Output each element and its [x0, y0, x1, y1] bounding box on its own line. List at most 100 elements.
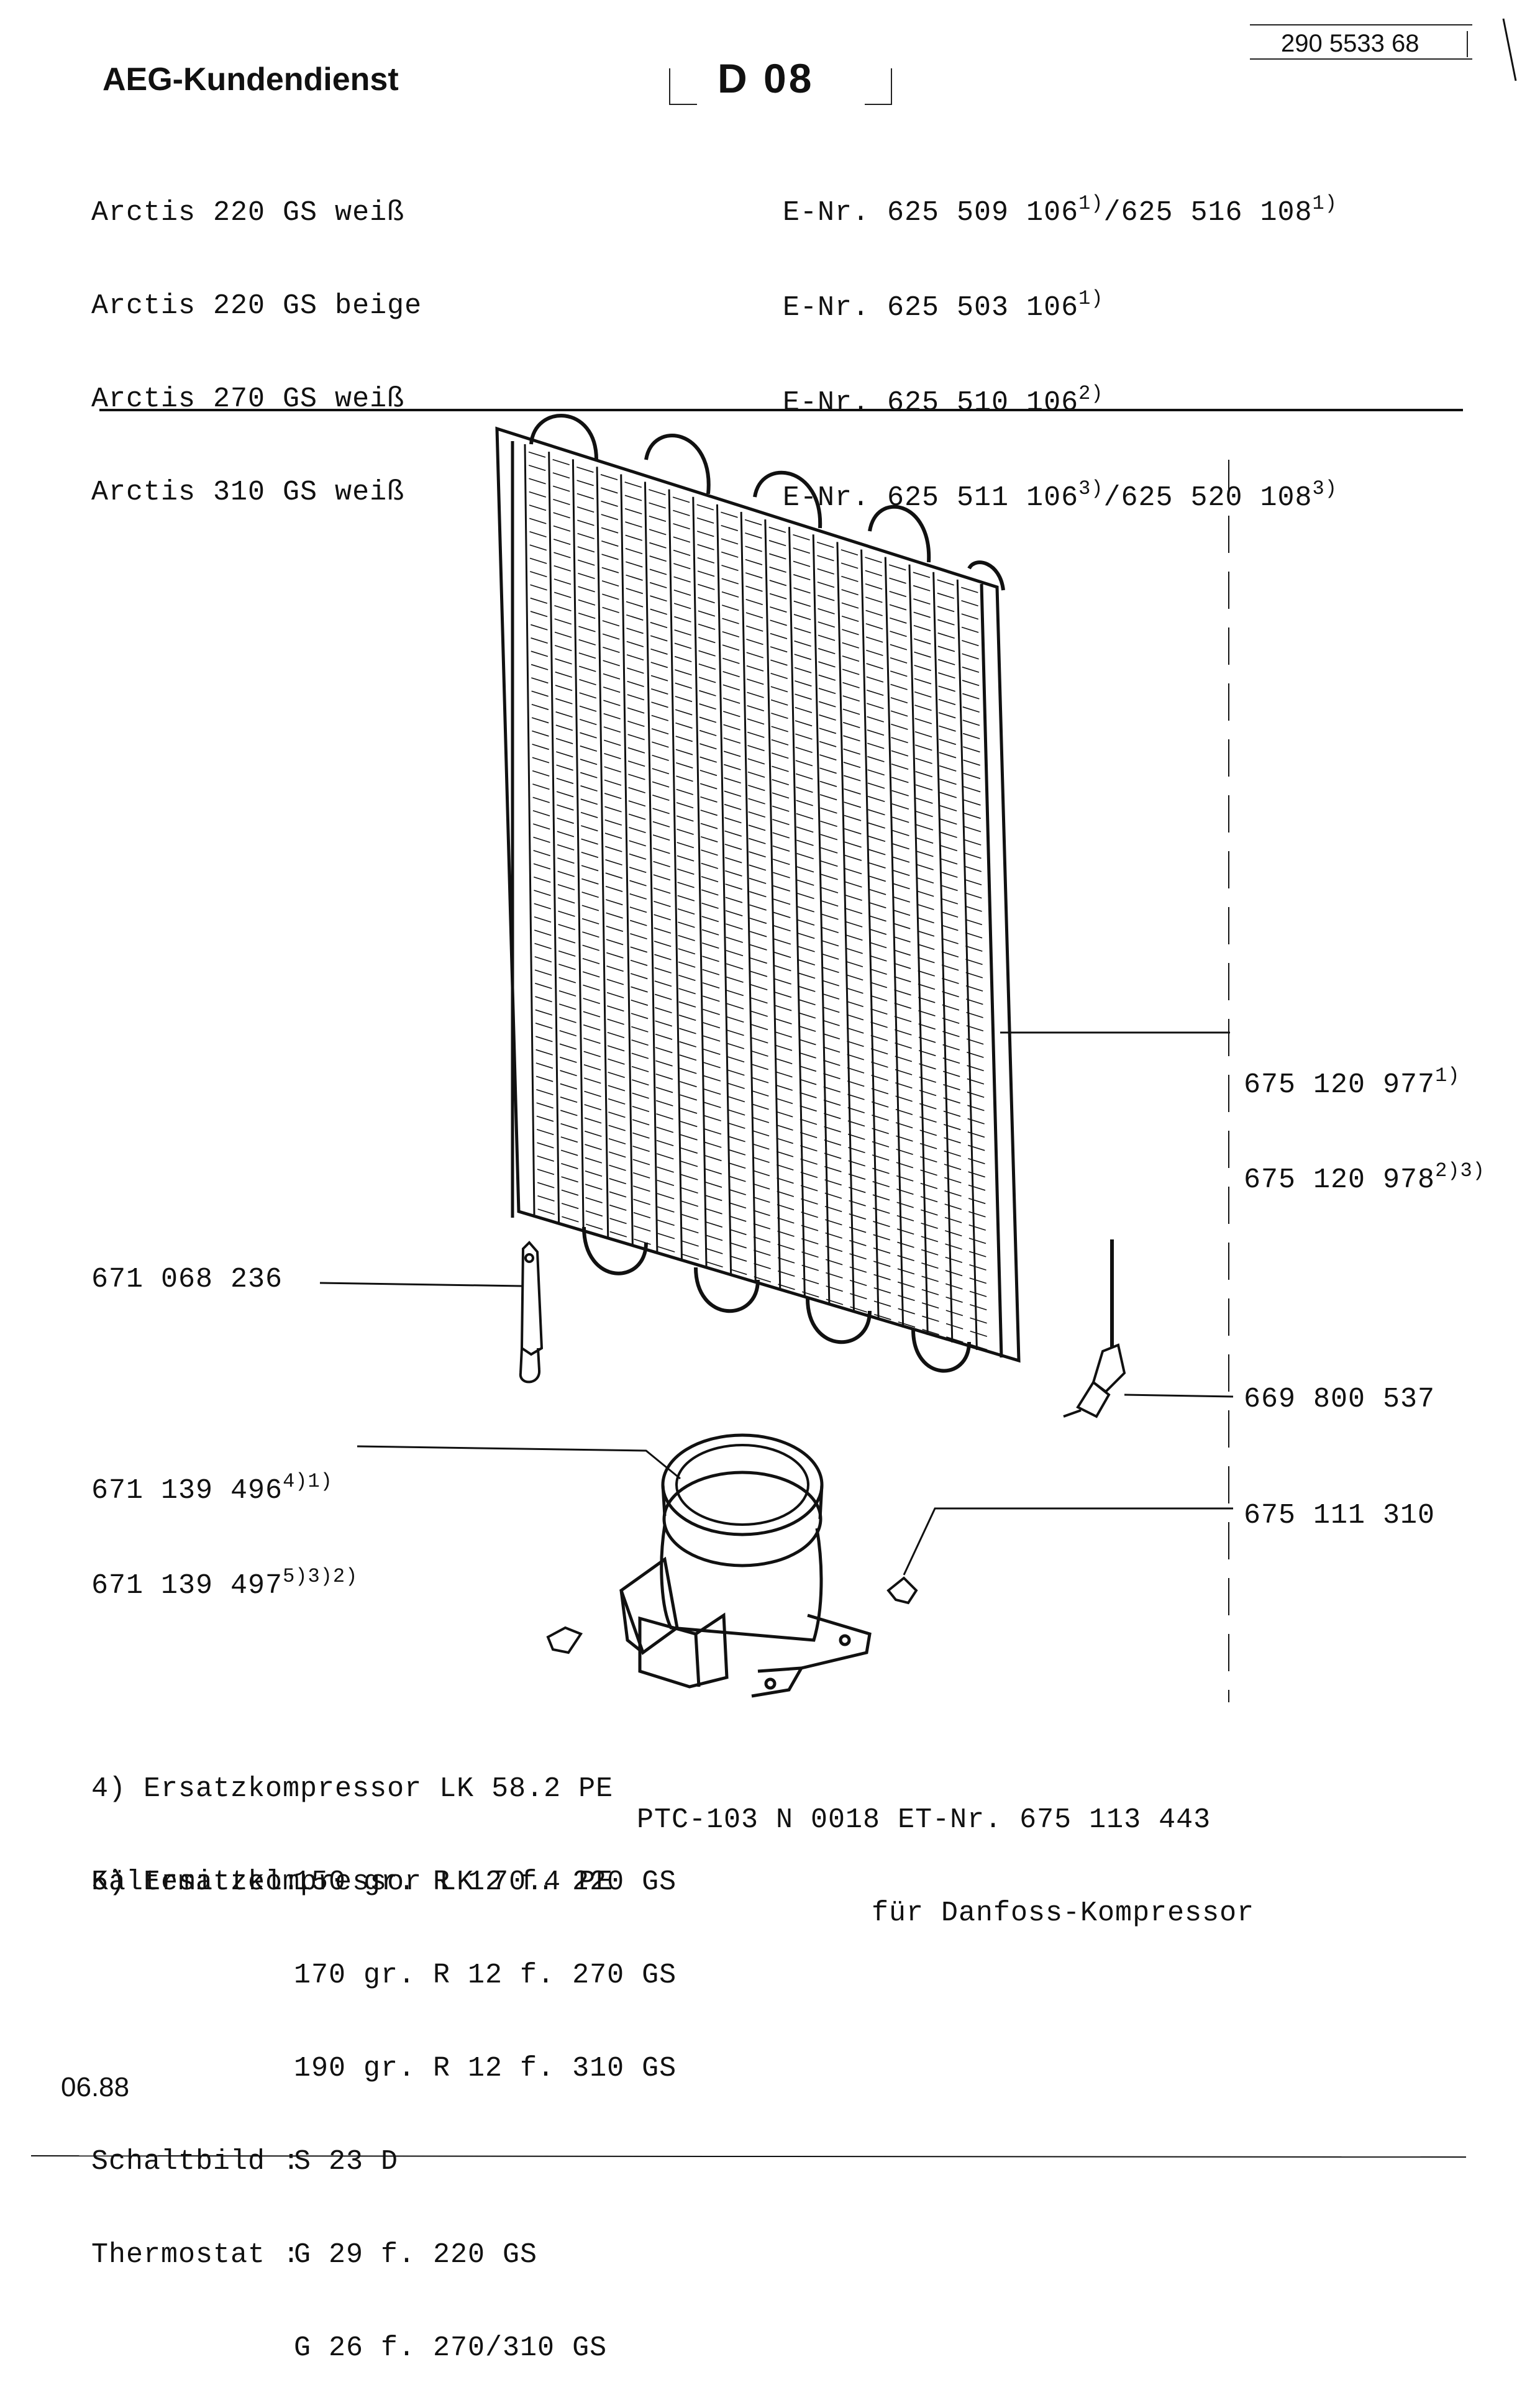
- condenser-hatch: [553, 498, 570, 505]
- condenser-hatch: [965, 932, 983, 939]
- condenser-hatch: [916, 811, 933, 818]
- condenser-hatch: [826, 1272, 843, 1279]
- condenser-hatch: [728, 1123, 745, 1129]
- condenser-hatch: [801, 1264, 819, 1271]
- condenser-hatch: [890, 697, 908, 704]
- condenser-hatch: [918, 983, 936, 990]
- condenser-hatch: [609, 1218, 627, 1225]
- condenser-hatch: [578, 599, 596, 606]
- condenser-hatch: [873, 1261, 891, 1267]
- condenser-hatch: [745, 545, 762, 552]
- condenser-hatch: [841, 549, 859, 556]
- condenser-hatch: [601, 580, 619, 587]
- condenser-hatch: [703, 1075, 721, 1082]
- condenser-hatch: [893, 883, 910, 890]
- condenser-hatch: [795, 760, 813, 767]
- condenser-hatch: [896, 1202, 914, 1208]
- condenser-hatch: [914, 678, 932, 685]
- condenser-hatch: [531, 690, 549, 697]
- condenser-hatch: [578, 626, 596, 632]
- condenser-hatch: [649, 582, 667, 588]
- condenser-hatch: [558, 937, 576, 944]
- condenser-hatch: [845, 881, 862, 888]
- condenser-hatch: [847, 1120, 865, 1127]
- condenser-hatch: [608, 1085, 626, 1092]
- condenser-hatch: [798, 946, 815, 952]
- condenser-hatch: [797, 906, 815, 913]
- condenser-hatch: [561, 1162, 578, 1169]
- condenser-hatch: [963, 746, 980, 753]
- notes-block: 4) Ersatzkompressor LK 58.2 PE 5) Ersatz…: [91, 1712, 613, 1929]
- condenser-hatch: [699, 756, 717, 763]
- condenser-hatch: [847, 1041, 864, 1047]
- condenser-hatch: [535, 1023, 553, 1029]
- condenser-hatch: [964, 865, 982, 872]
- condenser-hatch: [844, 814, 862, 821]
- condenser-hatch: [945, 1323, 964, 1330]
- condenser-hatch: [800, 1131, 818, 1138]
- condenser-hatch: [578, 665, 596, 672]
- condenser-hatch: [771, 726, 788, 732]
- condenser-hatch: [772, 792, 790, 799]
- condenser-hatch: [534, 916, 552, 923]
- condenser-hatch: [895, 1029, 912, 1036]
- condenser-hatch: [650, 648, 668, 655]
- condenser-hatch: [846, 987, 863, 994]
- condenser-hatch: [584, 1130, 602, 1137]
- enr-list: E-Nr. 625 509 1061)/625 516 1081) E-Nr. …: [783, 135, 1337, 547]
- condenser-hatch: [847, 1054, 864, 1061]
- condenser-hatch: [681, 1253, 699, 1260]
- condenser-hatch: [942, 1031, 960, 1038]
- condenser-hatch: [698, 677, 716, 683]
- part-number: 671 139 497: [91, 1570, 283, 1602]
- condenser-hatch: [938, 685, 955, 692]
- condenser-hatch: [579, 719, 597, 726]
- service-valve-icon: [1063, 1239, 1126, 1418]
- condenser-hatch: [655, 1033, 673, 1040]
- condenser-hatch: [675, 696, 693, 703]
- condenser-hatch: [627, 747, 645, 754]
- condenser-hatch: [817, 595, 835, 601]
- condenser-hatch: [677, 815, 694, 822]
- condenser-hatch: [890, 644, 908, 650]
- condenser-hatch: [843, 775, 861, 782]
- condenser-hatch: [608, 1138, 626, 1145]
- condenser-hatch: [721, 565, 739, 572]
- condenser-hatch: [964, 799, 981, 806]
- condenser-hatch: [891, 803, 909, 810]
- condenser-hatch: [773, 885, 791, 892]
- condenser-hatch: [844, 828, 862, 835]
- condenser-hatch: [945, 1243, 962, 1250]
- condenser-hatch: [650, 622, 668, 629]
- condenser-hatch: [867, 742, 885, 749]
- condenser-hatch: [677, 882, 695, 888]
- condenser-hatch: [678, 948, 696, 955]
- model-name: Arctis 220 GS beige: [91, 290, 422, 322]
- condenser-hatch: [966, 1011, 983, 1018]
- condenser-fin: [740, 511, 757, 1282]
- condenser-hatch: [943, 1097, 960, 1104]
- condenser-hatch: [970, 1330, 988, 1337]
- condenser-hatch: [968, 1211, 986, 1218]
- condenser-hatch: [893, 896, 910, 903]
- condenser-hatch: [705, 1221, 723, 1228]
- condenser-hatch: [890, 670, 908, 677]
- condenser-hatch: [553, 539, 571, 545]
- condenser-hatch: [941, 964, 959, 971]
- condenser-hatch: [557, 804, 574, 811]
- condenser-hatch: [921, 1275, 939, 1282]
- condenser-hatch: [581, 838, 598, 845]
- condenser-hatch: [604, 846, 622, 852]
- condenser-hatch: [913, 598, 931, 605]
- condenser-hatch: [750, 970, 768, 977]
- condenser-hatch: [964, 826, 982, 833]
- condenser-hatch: [559, 1043, 577, 1050]
- condenser-hatch: [941, 937, 959, 944]
- condenser-hatch: [576, 466, 594, 473]
- condenser-hatch: [889, 577, 906, 584]
- condenser-hatch: [728, 1149, 746, 1156]
- condenser-hatch: [867, 729, 885, 736]
- condenser-hatch: [628, 773, 645, 780]
- condenser-hatch: [896, 1135, 913, 1142]
- condenser-hatch: [654, 967, 672, 974]
